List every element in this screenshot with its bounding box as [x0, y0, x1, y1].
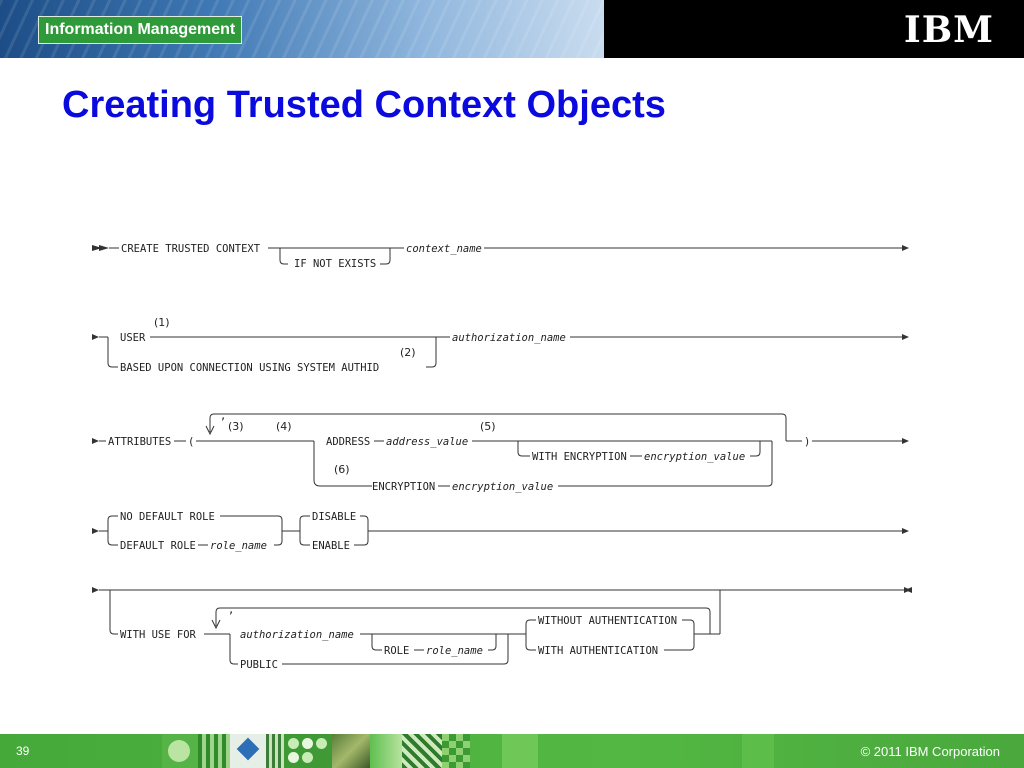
row-user: USER (1) BASED UPON CONNECTION USING SYS…: [92, 316, 909, 374]
keyword-role: ROLE: [384, 645, 409, 657]
var-encryption-value-1: encryption_value: [644, 451, 745, 463]
keyword-create-trusted-context: CREATE TRUSTED CONTEXT: [121, 243, 261, 255]
keyword-with-authentication: WITH AUTHENTICATION: [538, 645, 658, 657]
var-encryption-value-2: encryption_value: [452, 481, 553, 493]
footer-tile-solid-1: [502, 734, 538, 768]
footer-tile-dots: [284, 734, 332, 768]
footer-tile-photo: [332, 734, 370, 768]
keyword-default-role: DEFAULT ROLE: [120, 540, 196, 552]
keyword-based-upon-connection: BASED UPON CONNECTION USING SYSTEM AUTHI…: [120, 362, 379, 374]
row-attributes: ATTRIBUTES ( , (3) (4) ADDRESS address_v…: [92, 410, 909, 493]
note-5: (5): [480, 420, 496, 433]
syntax-diagram: CREATE TRUSTED CONTEXT IF NOT EXISTS con…: [92, 243, 912, 671]
note-2: (2): [400, 346, 416, 359]
page-title: Creating Trusted Context Objects: [62, 84, 666, 126]
ibm-logo-text: IBM: [903, 9, 994, 51]
keyword-attributes: ATTRIBUTES: [108, 436, 171, 448]
footer-bar: 39 © 2011 IBM Corporation: [0, 734, 1024, 768]
keyword-public: PUBLIC: [240, 659, 278, 671]
keyword-if-not-exists: IF NOT EXISTS: [294, 258, 376, 270]
keyword-encryption: ENCRYPTION: [372, 481, 435, 493]
ibm-logo: IBM: [901, 9, 996, 51]
repeat-comma-2: ,: [228, 604, 234, 616]
footer-tile-stripes: [198, 734, 230, 768]
var-authorization-name-2: authorization_name: [240, 629, 354, 641]
note-3: (3): [228, 420, 244, 433]
var-context-name: context_name: [406, 243, 482, 255]
row-with-use-for: WITH USE FOR , authorization_name PUBLIC…: [92, 587, 912, 671]
keyword-with-encryption: WITH ENCRYPTION: [532, 451, 627, 463]
footer-tile-grid: [266, 734, 284, 768]
note-4: (4): [276, 420, 292, 433]
header-banner: Information Management IBM: [0, 0, 1024, 58]
repeat-comma: ,: [220, 410, 226, 422]
footer-tile-circle: [162, 734, 198, 768]
open-paren: (: [188, 436, 194, 448]
note-6: (6): [334, 463, 350, 476]
keyword-enable: ENABLE: [312, 540, 350, 552]
keyword-address: ADDRESS: [326, 436, 370, 448]
row-create-trusted-context: CREATE TRUSTED CONTEXT IF NOT EXISTS con…: [92, 243, 909, 270]
var-role-name-1: role_name: [210, 540, 267, 552]
footer-tile-solid-2: [742, 734, 774, 768]
var-role-name-2: role_name: [426, 645, 483, 657]
footer-tile-glow: [370, 734, 402, 768]
footer-tile-weave: [402, 734, 442, 768]
footer-tile-diamond: [230, 734, 266, 768]
copyright-text: © 2011 IBM Corporation: [860, 744, 1000, 759]
var-authorization-name: authorization_name: [452, 332, 566, 344]
keyword-disable: DISABLE: [312, 511, 356, 523]
var-address-value: address_value: [386, 436, 468, 448]
row-default-role: NO DEFAULT ROLE DEFAULT ROLE role_name D…: [92, 511, 909, 552]
note-1: (1): [154, 316, 170, 329]
keyword-without-authentication: WITHOUT AUTHENTICATION: [538, 615, 677, 627]
close-paren: ): [804, 436, 810, 448]
information-management-badge: Information Management: [38, 16, 243, 44]
keyword-no-default-role: NO DEFAULT ROLE: [120, 511, 215, 523]
keyword-with-use-for: WITH USE FOR: [120, 629, 197, 641]
footer-tile-checker: [442, 734, 470, 768]
keyword-user: USER: [120, 332, 146, 344]
page-number: 39: [16, 744, 30, 758]
